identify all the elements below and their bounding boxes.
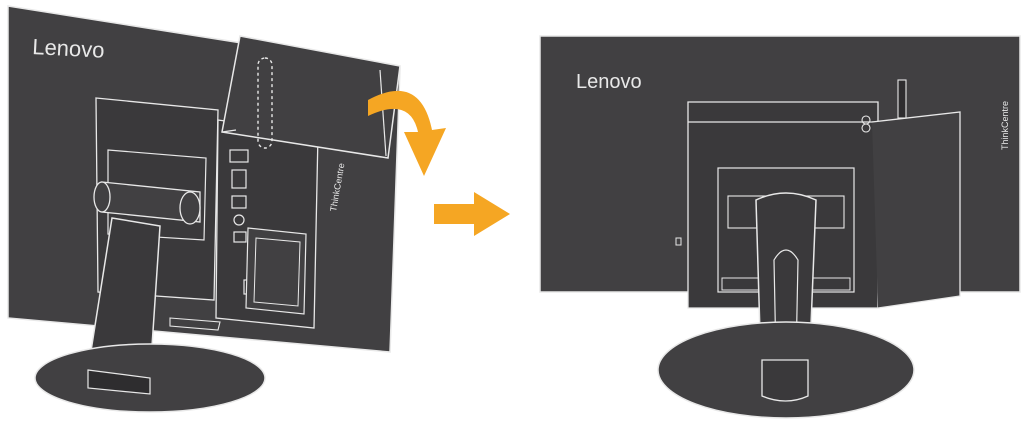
next-step-arrow-icon <box>434 192 510 236</box>
lenovo-logo-right: Lenovo <box>576 71 642 93</box>
monitor-rear-straight: Lenovo ThinkCentre <box>539 35 1021 419</box>
lenovo-logo-left: Lenovo <box>32 34 105 63</box>
rotate-down-arrow-icon <box>368 90 446 176</box>
thinkcentre-label-right: ThinkCentre <box>1000 101 1010 150</box>
monitor-rear-angled: Lenovo ThinkCentre <box>7 5 401 413</box>
pc-cover-left <box>221 35 401 159</box>
